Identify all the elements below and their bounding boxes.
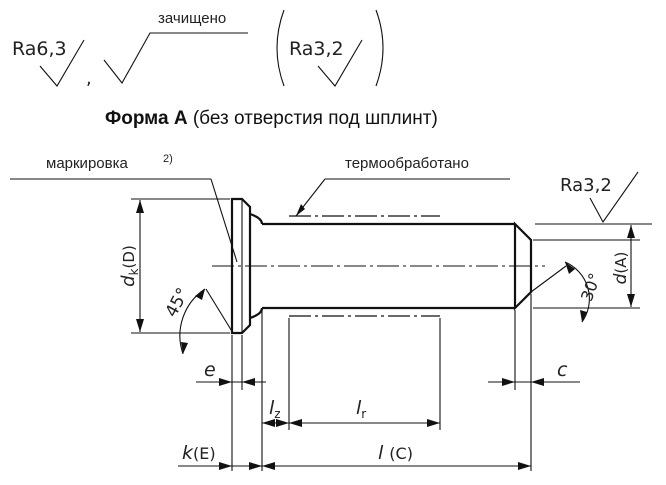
angle-45-arrow-bottom-icon [181, 342, 188, 354]
lz-symbol: l [269, 397, 275, 419]
dk-symbol: d [118, 275, 139, 287]
ra-paren-label: Ra3,2 [289, 38, 344, 60]
dim-lz-lr: lz lr [262, 397, 440, 427]
lr-arrow-right-icon [427, 419, 440, 427]
lz-subscript: z [274, 407, 280, 421]
c-arrow-left-icon [502, 378, 515, 386]
roughness-symbol-parenthesized: Ra3,2 [276, 9, 384, 87]
dk-arrow-bottom-icon [136, 319, 144, 332]
dk-subscript: k [127, 268, 141, 275]
roughness-check-right-icon [589, 171, 639, 224]
d-arrow-bottom-icon [627, 294, 635, 307]
upper-fillet [249, 212, 264, 225]
angle-45-label: 45° [162, 285, 194, 321]
d-symbol: d [611, 273, 631, 284]
lr-subscript: r [361, 407, 366, 421]
separator-comma: , [86, 68, 92, 89]
marking-footnote: 2) [163, 153, 173, 165]
ra-left-label: Ra6,3 [12, 38, 67, 60]
c-label: c [557, 359, 568, 381]
roughness-check-cleaned-icon [103, 32, 248, 84]
k-alt: (E) [193, 444, 216, 463]
k-label: k(E) [182, 442, 216, 464]
l-arrow-left-icon [262, 462, 275, 470]
l-label: l (C) [378, 442, 413, 464]
angle-30-arrow-top-icon [565, 262, 575, 274]
lr-symbol: l [356, 397, 362, 419]
heat-treated-callout: термообработано [295, 155, 510, 217]
angle-30: 30° [530, 261, 605, 323]
d-arrow-top-icon [627, 225, 635, 238]
dim-c: c [488, 359, 580, 386]
right-paren-icon [375, 9, 384, 87]
roughness-check-left-icon [39, 39, 85, 87]
e-arrow-right-icon [242, 378, 255, 386]
lz-arrow-right-icon [276, 419, 289, 427]
ra-right-label: Ra3,2 [560, 175, 612, 196]
heat-leader-arrow-icon [296, 204, 305, 216]
angle-30-label: 30° [577, 271, 605, 304]
form-heading: Форма А (без отверстия под шплинт) [105, 108, 438, 129]
k-arrow-right-icon [249, 462, 262, 470]
roughness-symbol-right: Ra3,2 [535, 171, 652, 225]
lr-arrow-left-icon [289, 419, 302, 427]
e-label: e [204, 359, 216, 381]
lz-arrow-left-icon [262, 419, 275, 427]
heat-treated-label: термообработано [345, 155, 469, 172]
dim-dk: dk(D) [118, 198, 230, 334]
angle-45-extension [205, 288, 234, 334]
form-heading-rest: (без отверстия под шплинт) [188, 108, 438, 129]
e-arrow-left-icon [219, 378, 232, 386]
l-alt: (C) [389, 444, 413, 463]
form-heading-bold: Форма А [105, 108, 188, 129]
dk-label: dk(D) [118, 245, 141, 287]
c-arrow-right-icon [531, 378, 544, 386]
angle-30-arc [564, 261, 590, 323]
left-paren-icon [276, 9, 285, 87]
roughness-check-paren-icon [317, 39, 363, 87]
pin-outline [230, 197, 533, 335]
d-label: d(A) [611, 252, 631, 285]
angle-30-arrow-bottom-icon [580, 310, 587, 322]
l-symbol: l [378, 442, 384, 464]
lr-label: lr [356, 397, 366, 421]
d-alt: (A) [612, 252, 630, 274]
angle-45-arrow-top-icon [195, 289, 205, 300]
marking-leader-line [210, 178, 238, 263]
roughness-symbol-left: Ra6,3 [12, 38, 85, 87]
dim-e: e [196, 359, 266, 386]
angle-45: 45° [162, 285, 234, 355]
lower-fillet [249, 307, 264, 320]
cleaned-label: зачищено [158, 10, 226, 27]
marking-label: маркировка [46, 155, 128, 172]
dk-alt: (D) [120, 245, 138, 268]
k-symbol: k [182, 442, 194, 464]
k-arrow-left-icon [219, 462, 232, 470]
angle-30-extension [530, 265, 567, 293]
lz-label: lz [269, 397, 281, 421]
roughness-symbol-cleaned: зачищено [103, 10, 248, 84]
l-arrow-right-icon [518, 462, 531, 470]
marking-callout: маркировка 2) [10, 153, 238, 263]
dim-k-l: k(E) l (C) [178, 442, 531, 470]
dim-d: d(A) [533, 225, 640, 309]
dk-arrow-top-icon [136, 200, 144, 213]
